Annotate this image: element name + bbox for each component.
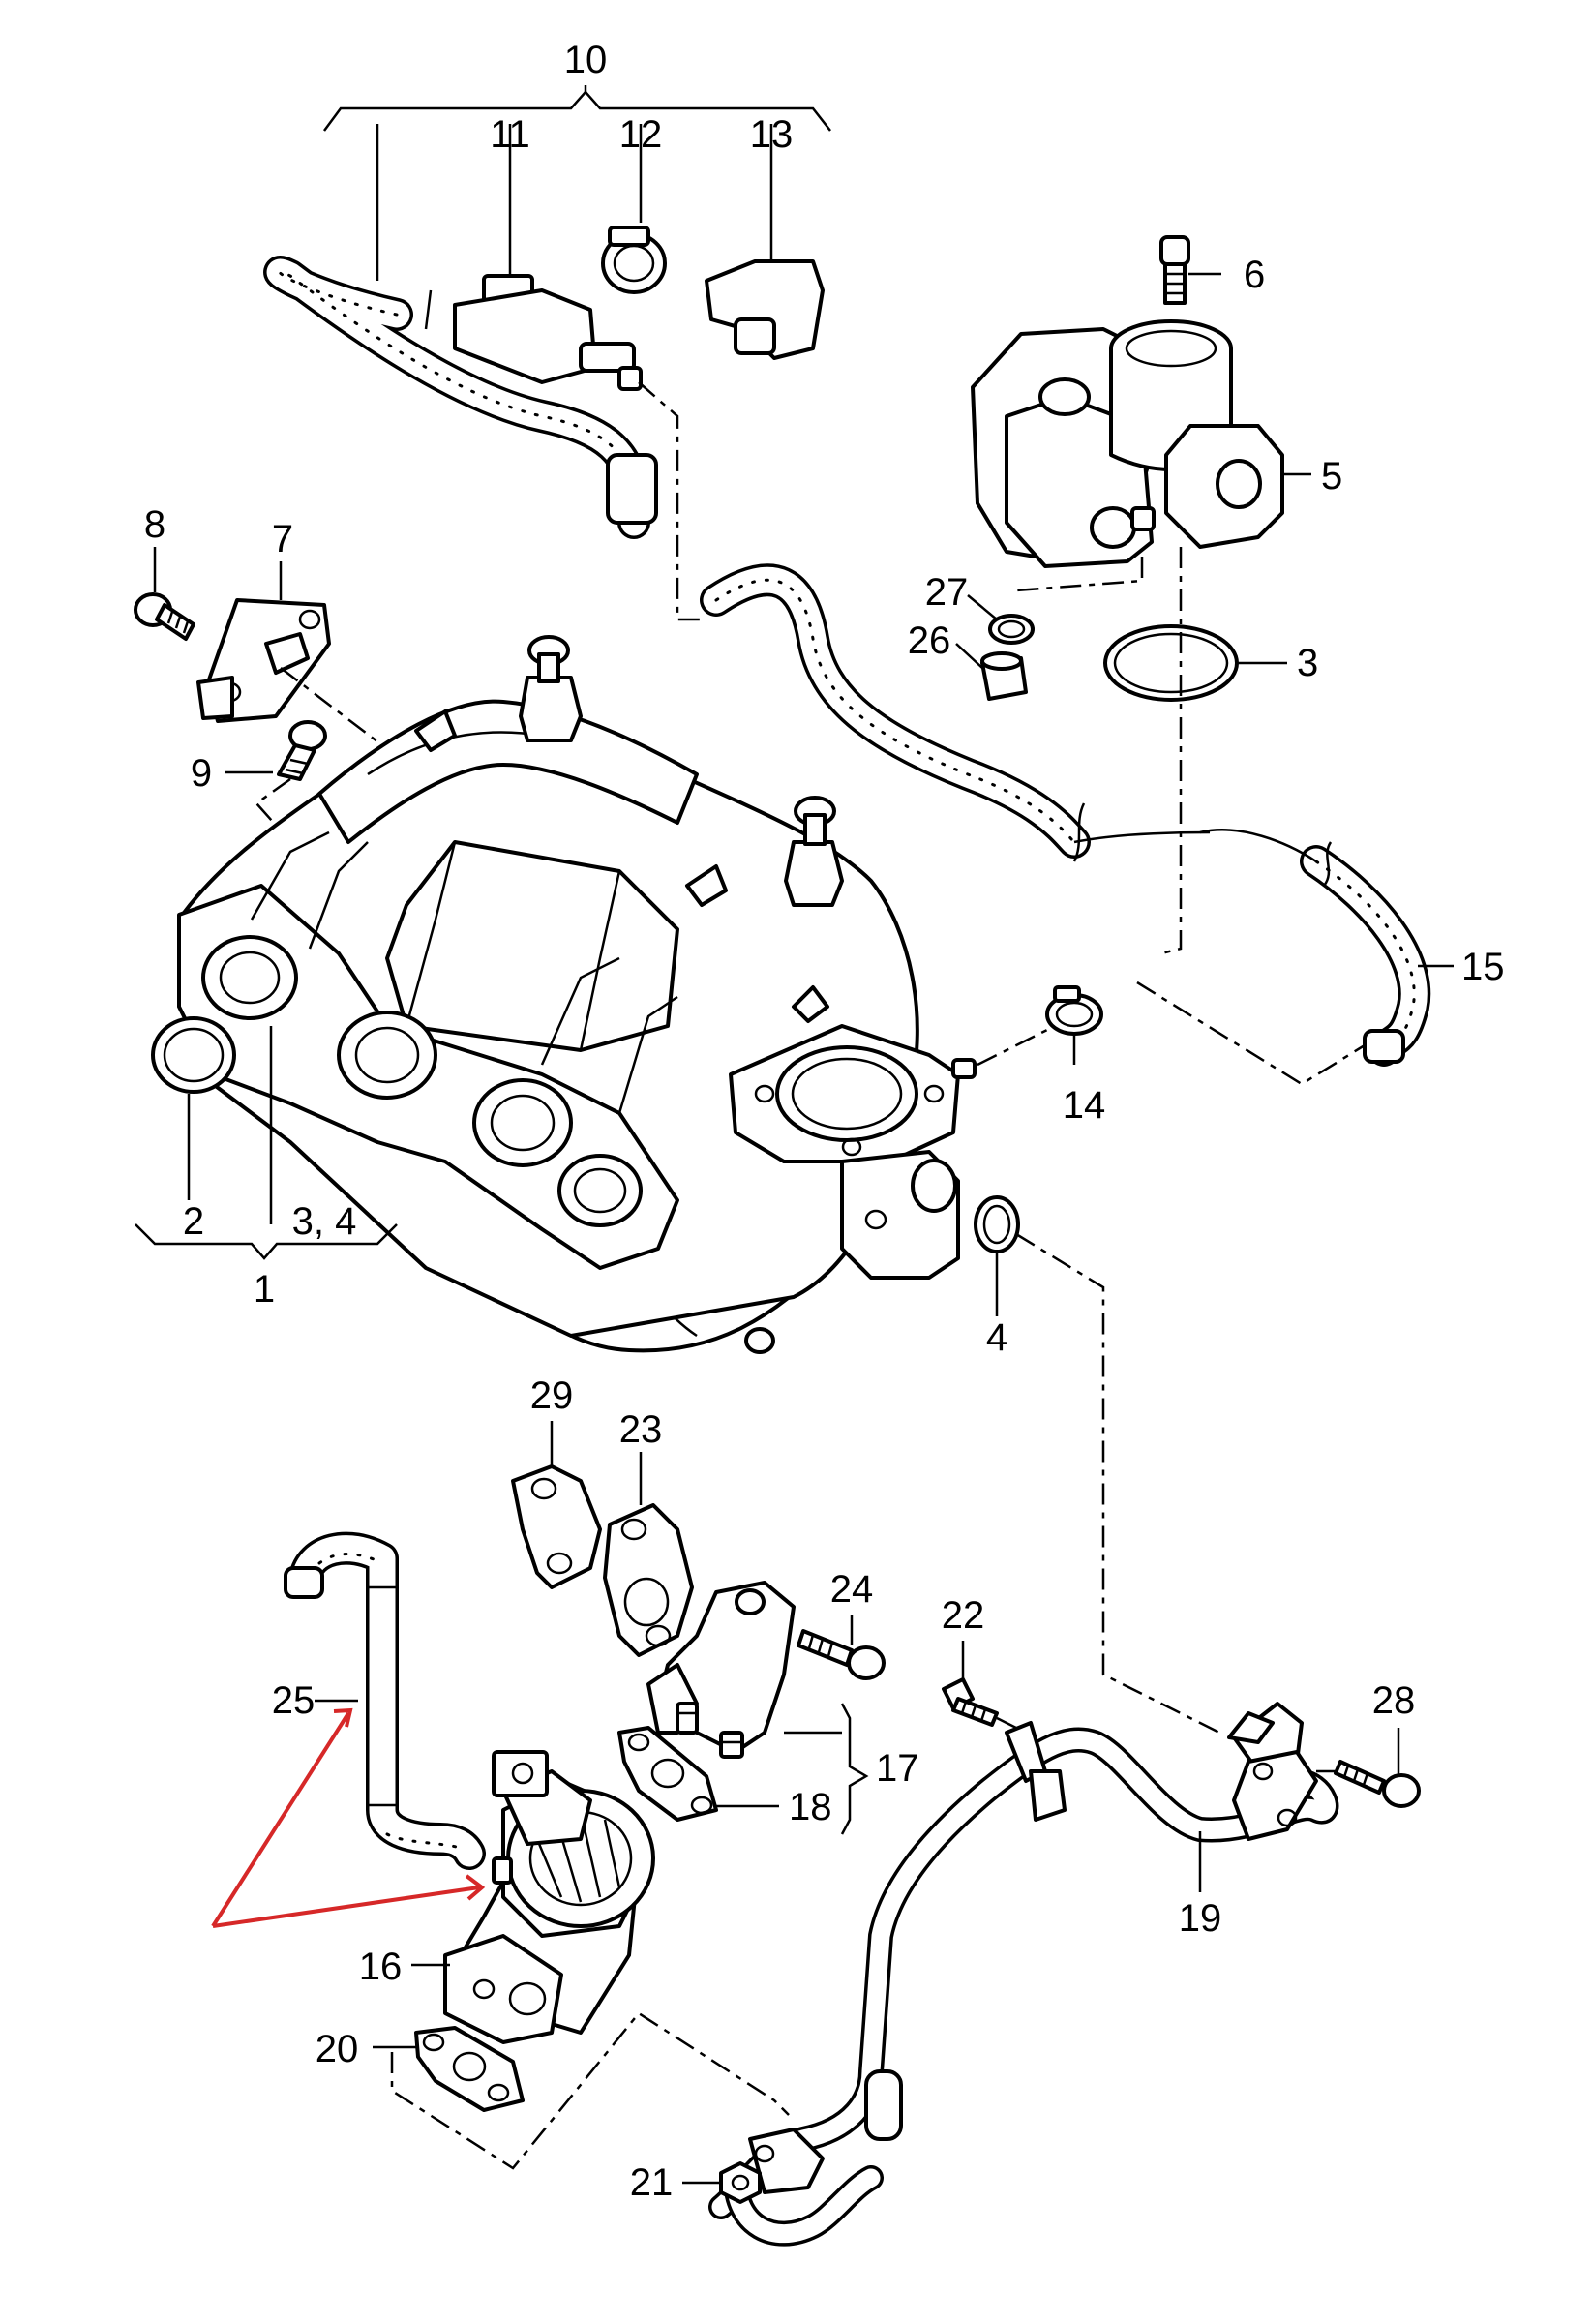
callout-7: 7 — [272, 518, 293, 560]
callout-26: 26 — [908, 619, 951, 662]
callout-2: 2 — [183, 1200, 204, 1243]
callout-23: 23 — [619, 1408, 663, 1451]
nut-21 — [719, 2161, 762, 2204]
hose-clamp-27 — [988, 614, 1035, 645]
callout-27: 27 — [925, 571, 969, 614]
dash-line-11 — [638, 381, 706, 621]
callout-12: 12 — [619, 113, 663, 156]
callout-14: 14 — [1063, 1084, 1106, 1127]
callout-18: 18 — [789, 1786, 832, 1828]
egr-pipe-19 — [708, 1702, 1339, 2247]
callout-28: 28 — [1372, 1679, 1416, 1722]
callout-6: 6 — [1244, 254, 1265, 296]
callout-19: 19 — [1179, 1897, 1222, 1940]
bolt-8 — [134, 592, 195, 641]
dash-line-27 — [1015, 557, 1144, 592]
callout-24: 24 — [830, 1568, 874, 1611]
bolt-9 — [277, 720, 327, 781]
dash-line-22 — [996, 1716, 1017, 1730]
bracket-17-brace — [840, 1703, 869, 1835]
callout-25: 25 — [272, 1679, 316, 1722]
intake-manifold-1 — [177, 635, 977, 1354]
group-bracket-1 — [135, 1223, 398, 1260]
dash-line-4 — [1015, 1232, 1220, 1735]
sensor-7 — [196, 598, 331, 723]
egr-valve-16 — [443, 1750, 655, 2044]
callout-16: 16 — [359, 1946, 403, 1988]
dash-line-5 — [1160, 547, 1183, 955]
callout-4: 4 — [986, 1316, 1007, 1359]
breather-hose-15 — [700, 563, 1431, 1067]
callout-21: 21 — [630, 2161, 674, 2204]
gasket-23 — [603, 1503, 694, 1657]
bolt-28 — [1334, 1760, 1421, 1808]
bolt-6 — [1159, 235, 1190, 305]
holder-13 — [705, 259, 825, 360]
annotation-arrows — [211, 1707, 486, 1928]
callout-17: 17 — [876, 1747, 919, 1790]
gasket-29 — [511, 1464, 602, 1589]
callout-1: 1 — [254, 1268, 275, 1311]
callout-10: 10 — [564, 39, 608, 81]
o-ring-4 — [974, 1195, 1020, 1253]
callout-20: 20 — [316, 2028, 359, 2070]
hose-clip-12 — [601, 226, 667, 294]
vacuum-hose-10 — [263, 256, 658, 539]
callout-15: 15 — [1461, 946, 1505, 988]
gasket-20 — [414, 2026, 525, 2112]
callout-labels: 10 11 12 13 6 5 8 7 27 26 3 9 15 14 2 3,… — [144, 39, 1505, 2204]
bolt-22 — [942, 1677, 999, 1727]
callout-13: 13 — [750, 113, 794, 156]
callout-5: 5 — [1321, 455, 1342, 498]
callout-3: 3 — [1297, 642, 1318, 684]
throttle-body-5 — [971, 319, 1284, 568]
callout-11: 11 — [490, 113, 530, 156]
callout-9: 9 — [191, 752, 212, 795]
callout-8: 8 — [144, 503, 165, 546]
dash-line-20 — [390, 2011, 790, 2170]
dash-line-15 — [1136, 981, 1366, 1086]
group-bracket-10 — [322, 85, 831, 132]
leader-27 — [967, 594, 998, 620]
dash-line-14 — [977, 1024, 1056, 1067]
gasket-2 — [151, 1016, 236, 1094]
callout-3-4: 3, 4 — [292, 1200, 357, 1243]
callout-22: 22 — [942, 1594, 985, 1637]
o-ring-3 — [1103, 624, 1239, 702]
pressure-valve-11 — [453, 274, 643, 391]
cap-26 — [980, 651, 1028, 701]
bracket-17 — [646, 1581, 796, 1759]
leader-26 — [955, 643, 983, 669]
callout-29: 29 — [530, 1374, 574, 1417]
hose-clamp-14 — [1045, 985, 1103, 1036]
vacuum-hose-25 — [284, 1531, 486, 1870]
gasket-18 — [617, 1726, 718, 1822]
bolt-24 — [796, 1629, 886, 1680]
